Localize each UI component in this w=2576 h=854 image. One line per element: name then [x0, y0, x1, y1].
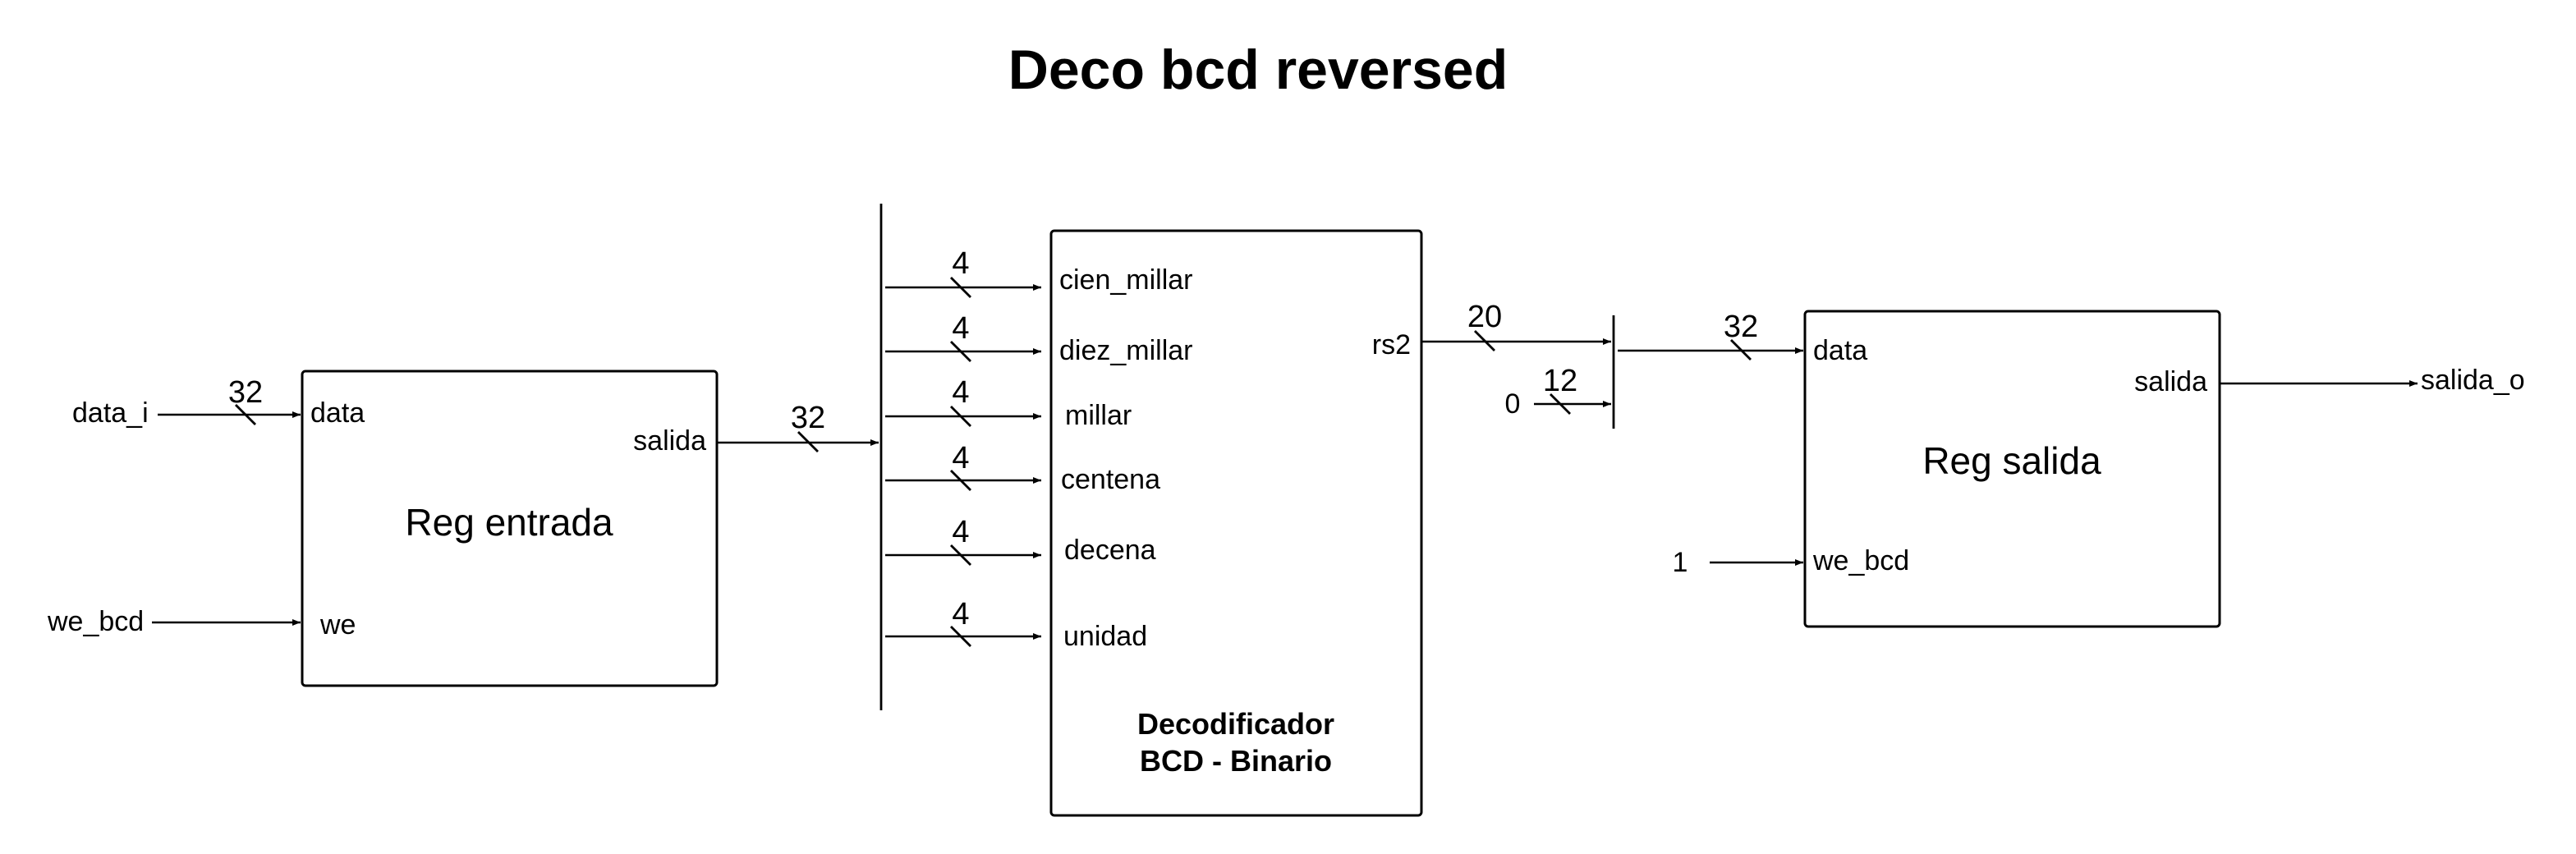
const-one-label: 1	[1673, 547, 1688, 578]
digit-bus-millar: 4	[885, 375, 1041, 427]
digit-bus-diez-millar: 4	[885, 311, 1041, 362]
decoder-port-millar: millar	[1065, 400, 1132, 431]
bus-width-diez-millar: 4	[952, 311, 969, 346]
bus-width-centena: 4	[952, 441, 969, 475]
decoder-port-decena: decena	[1064, 535, 1156, 566]
input-label-data-i: data_i	[72, 397, 149, 429]
const-zero-label: 0	[1505, 388, 1521, 420]
bus-slash-reg-salida-in	[1730, 339, 1752, 360]
decoder-port-diez-millar: diez_millar	[1059, 335, 1193, 366]
reg-salida-port-data: data	[1813, 335, 1867, 366]
page-title: Deco bcd reversed	[1008, 39, 1508, 101]
reg-entrada-block	[301, 370, 719, 687]
bus-width-reg-salida-in: 32	[1724, 310, 1758, 344]
digit-bus-decena: 4	[885, 515, 1041, 566]
decoder-port-cien-millar: cien_millar	[1059, 264, 1193, 296]
reg-entrada-port-data: data	[310, 397, 365, 429]
reg-salida-block	[1803, 310, 2221, 628]
bus-width-cien-millar: 4	[952, 246, 969, 281]
bus-width-reg-entrada-out: 32	[791, 401, 825, 435]
bus-slash-zero-pad	[1550, 393, 1571, 415]
bus-slash-rs2	[1474, 330, 1495, 351]
input-label-we-bcd: we_bcd	[47, 606, 144, 637]
output-label-salida-o: salida_o	[2421, 365, 2525, 396]
decoder-port-centena: centena	[1061, 464, 1160, 495]
bus-width-millar: 4	[952, 375, 969, 410]
reg-entrada-title: Reg entrada	[405, 501, 613, 544]
reg-entrada-port-we: we	[319, 609, 356, 640]
bus-width-decena: 4	[952, 515, 969, 549]
decoder-port-rs2: rs2	[1372, 329, 1411, 360]
bus-slash-reg-entrada-out	[797, 431, 819, 452]
digit-bus-centena: 4	[885, 441, 1041, 491]
reg-entrada-port-salida: salida	[633, 425, 706, 457]
digit-bus-cien-millar: 4	[885, 246, 1041, 298]
decoder-block	[1049, 229, 1423, 817]
bus-width-unidad: 4	[952, 597, 969, 631]
decoder-title-line2: BCD - Binario	[1140, 744, 1332, 778]
reg-salida-title: Reg salida	[1922, 439, 2101, 482]
bus-width-data-i: 32	[228, 375, 263, 410]
decoder-title-line1: Decodificador	[1137, 707, 1334, 741]
bus-width-rs2: 20	[1467, 300, 1502, 334]
bus-slash-data-i	[235, 404, 256, 425]
digit-bus-unidad: 4	[885, 597, 1041, 647]
decoder-port-unidad: unidad	[1063, 621, 1147, 652]
reg-salida-port-salida: salida	[2134, 366, 2207, 397]
reg-salida-port-we: we_bcd	[1812, 545, 1909, 576]
bus-width-zero-pad: 12	[1543, 364, 1577, 398]
